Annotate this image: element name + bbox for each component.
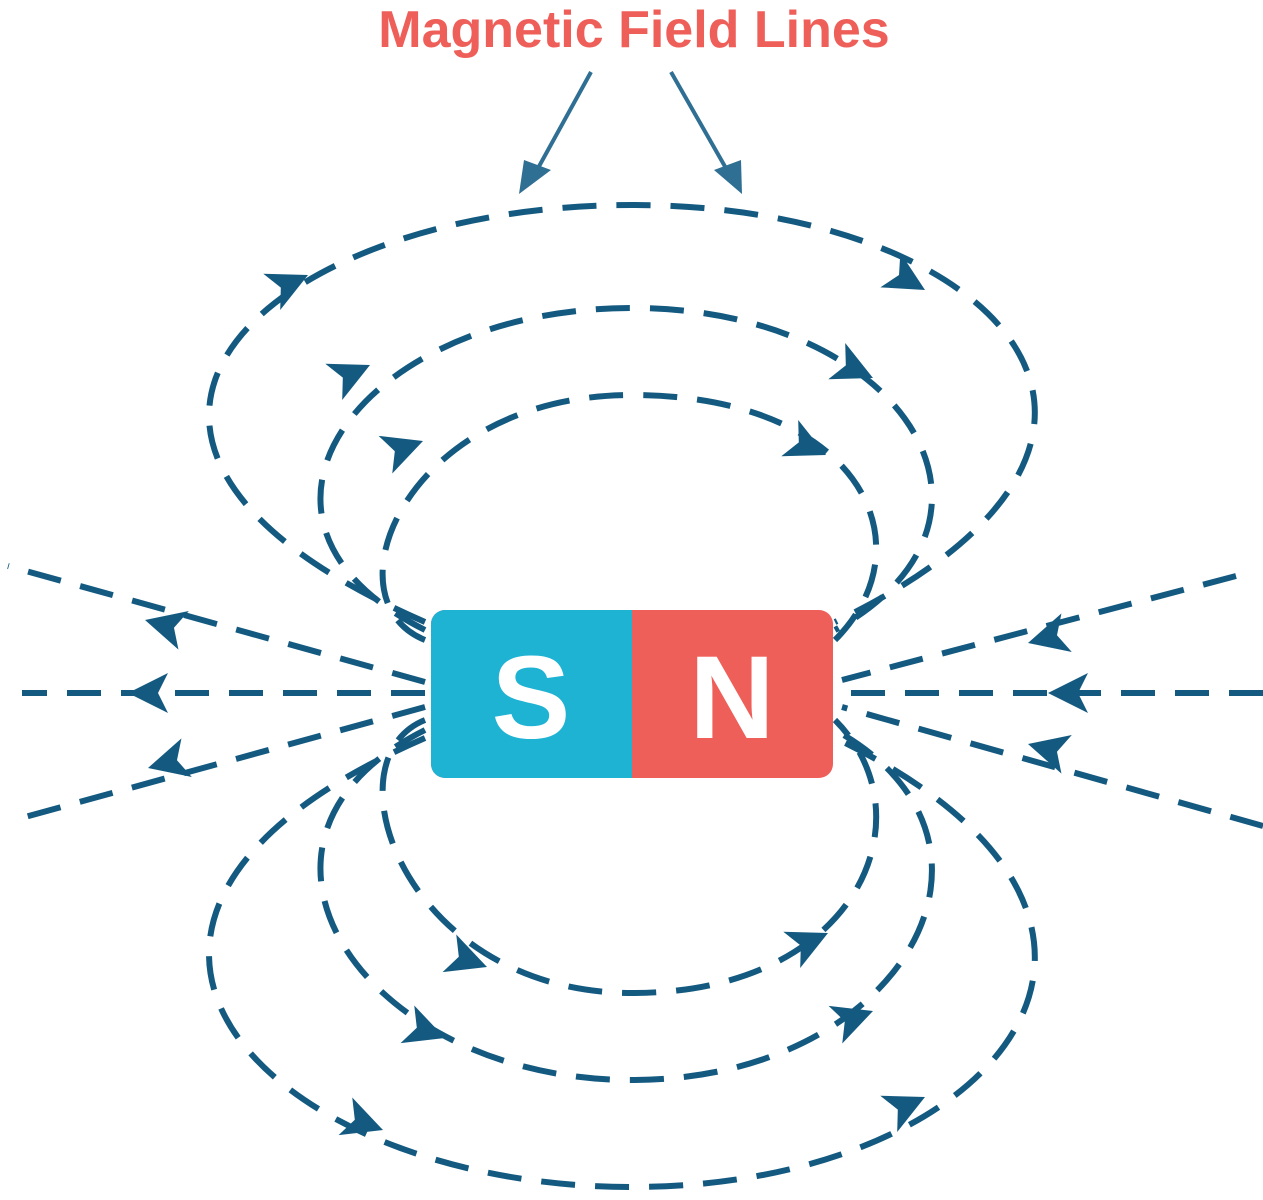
bar-magnet: S N xyxy=(431,610,833,778)
arrowhead-icon xyxy=(783,931,828,969)
arrowhead-icon xyxy=(781,419,826,457)
arrowhead-icon xyxy=(880,252,925,290)
arrowhead-icon xyxy=(325,363,370,401)
field-line-bottom-inner xyxy=(379,717,880,997)
arrowhead-icon xyxy=(148,738,192,777)
right-pointer-arrowhead-icon xyxy=(714,160,742,194)
arrowhead-icon xyxy=(400,1005,445,1044)
arrowhead-icon xyxy=(1028,613,1072,652)
arrowhead-icon xyxy=(828,1005,873,1044)
field-line-top-outer xyxy=(206,201,1038,625)
field-line-top-middle xyxy=(317,304,935,633)
left-pointer-arrowhead-icon xyxy=(519,160,551,194)
title-pointer-arrows xyxy=(519,71,742,194)
arrowhead-icon xyxy=(828,342,873,380)
right-pointer-line xyxy=(669,71,729,171)
arrowhead-icon xyxy=(128,673,168,713)
field-line-right-lower xyxy=(841,704,1263,829)
south-pole-block-fill xyxy=(600,610,632,778)
arrowhead-icon xyxy=(263,273,308,311)
arrowhead-icon xyxy=(338,1097,383,1136)
south-pole-block xyxy=(431,610,632,778)
field-lines xyxy=(7,201,1263,1191)
field-line-bottom-outer xyxy=(206,735,1038,1191)
south-pole-label: S xyxy=(492,632,571,764)
arrowhead-icon xyxy=(1048,673,1088,713)
north-pole-label: N xyxy=(689,632,774,764)
left-pointer-line xyxy=(535,71,593,171)
field-line-left-lower xyxy=(13,704,426,823)
arrowhead-icon xyxy=(880,1095,925,1133)
field-line-left-upper xyxy=(7,563,426,685)
diagram-title: Magnetic Field Lines xyxy=(378,1,889,59)
arrowhead-icon xyxy=(145,611,189,650)
field-line-right-upper xyxy=(841,573,1237,683)
arrowhead-icon xyxy=(378,435,423,474)
field-line-top-inner xyxy=(379,391,880,643)
arrowhead-icon xyxy=(442,934,487,973)
field-line-bottom-middle xyxy=(317,727,935,1084)
arrowhead-icon xyxy=(1028,735,1072,774)
direction-arrowheads xyxy=(128,252,1088,1136)
